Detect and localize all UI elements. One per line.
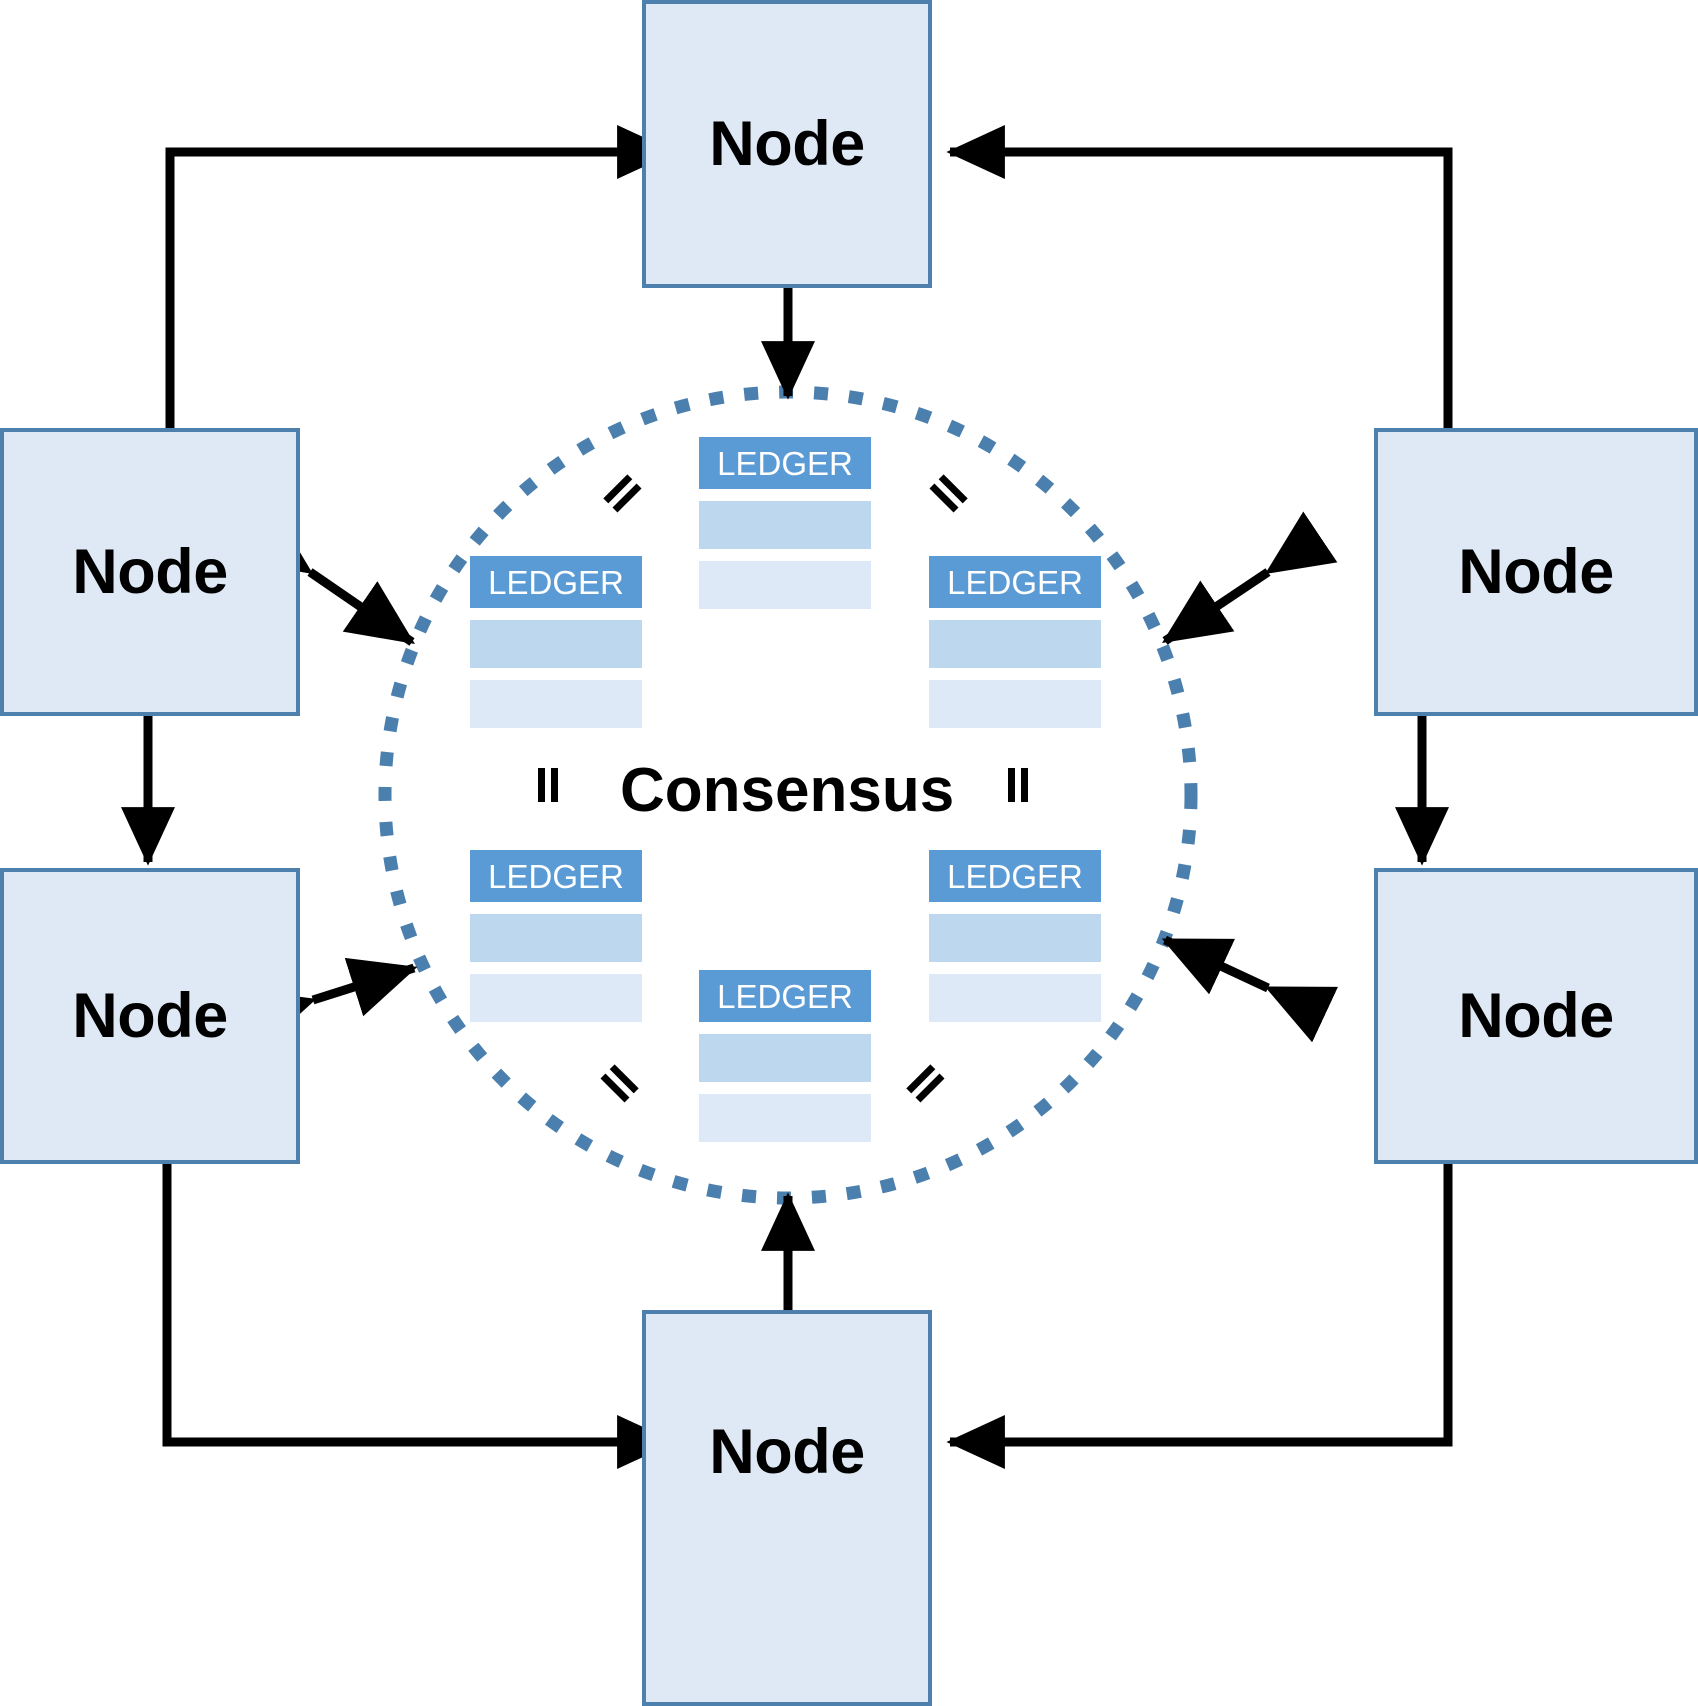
ledger-top-label: LEDGER — [717, 444, 853, 482]
ledger-lower-right[interactable]: LEDGER — [929, 850, 1101, 1022]
conn-right-upper-to-consensus — [1162, 511, 1338, 645]
conn-elbow-bottom-right — [946, 1107, 1475, 1469]
conn-left-lower-to-consensus — [243, 957, 418, 1049]
ledger-bottom[interactable]: LEDGER — [699, 970, 871, 1142]
node-left-lower-label: Node — [72, 980, 228, 1051]
conn-right-lower-to-consensus — [1161, 935, 1339, 1043]
ledger-upper-right[interactable]: LEDGER — [929, 556, 1101, 728]
ledger-top-header: LEDGER — [699, 437, 871, 489]
ledger-bottom-label: LEDGER — [717, 977, 853, 1015]
ledger-upper-left-row-2 — [470, 680, 642, 728]
conn-elbow-bottom-left — [140, 1107, 676, 1469]
conn-left-upper-to-consensus — [240, 511, 415, 646]
node-bottom[interactable]: Node — [642, 1310, 932, 1706]
node-top[interactable]: Node — [642, 0, 932, 288]
ledger-lower-right-row-2 — [929, 974, 1101, 1022]
ledger-bottom-header: LEDGER — [699, 970, 871, 1022]
ledger-lower-right-label: LEDGER — [947, 857, 1083, 895]
node-right-upper[interactable]: Node — [1374, 428, 1698, 716]
conn-elbow-top-right — [946, 125, 1475, 485]
ledger-upper-left[interactable]: LEDGER — [470, 556, 642, 728]
ledger-top[interactable]: LEDGER — [699, 437, 871, 609]
ledger-bottom-row-1 — [699, 1034, 871, 1082]
node-top-label: Node — [709, 108, 865, 179]
eq-mid-right-icon — [1000, 765, 1040, 805]
node-right-lower-label: Node — [1458, 980, 1614, 1051]
ledger-top-row-1 — [699, 501, 871, 549]
node-bottom-label: Node — [709, 1416, 865, 1487]
ledger-lower-right-row-1 — [929, 914, 1101, 962]
ledger-upper-right-row-1 — [929, 620, 1101, 668]
node-left-upper-label: Node — [72, 536, 228, 607]
ledger-lower-right-header: LEDGER — [929, 850, 1101, 902]
ledger-top-row-2 — [699, 561, 871, 609]
ledger-upper-right-row-2 — [929, 680, 1101, 728]
ledger-upper-left-header: LEDGER — [470, 556, 642, 608]
node-right-upper-label: Node — [1458, 536, 1614, 607]
ledger-upper-left-label: LEDGER — [488, 563, 624, 601]
ledger-lower-left-row-2 — [470, 974, 642, 1022]
ledger-lower-left-row-1 — [470, 914, 642, 962]
ledger-bottom-row-2 — [699, 1094, 871, 1142]
consensus-label: Consensus — [620, 756, 955, 825]
conn-elbow-top-left — [143, 125, 676, 485]
node-left-upper[interactable]: Node — [0, 428, 300, 716]
node-left-lower[interactable]: Node — [0, 868, 300, 1164]
ledger-upper-left-row-1 — [470, 620, 642, 668]
ledger-upper-right-header: LEDGER — [929, 556, 1101, 608]
ledger-lower-left-header: LEDGER — [470, 850, 642, 902]
ledger-lower-left-label: LEDGER — [488, 857, 624, 895]
ledger-lower-left[interactable]: LEDGER — [470, 850, 642, 1022]
eq-mid-left-icon — [530, 765, 570, 805]
node-right-lower[interactable]: Node — [1374, 868, 1698, 1164]
ledger-upper-right-label: LEDGER — [947, 563, 1083, 601]
